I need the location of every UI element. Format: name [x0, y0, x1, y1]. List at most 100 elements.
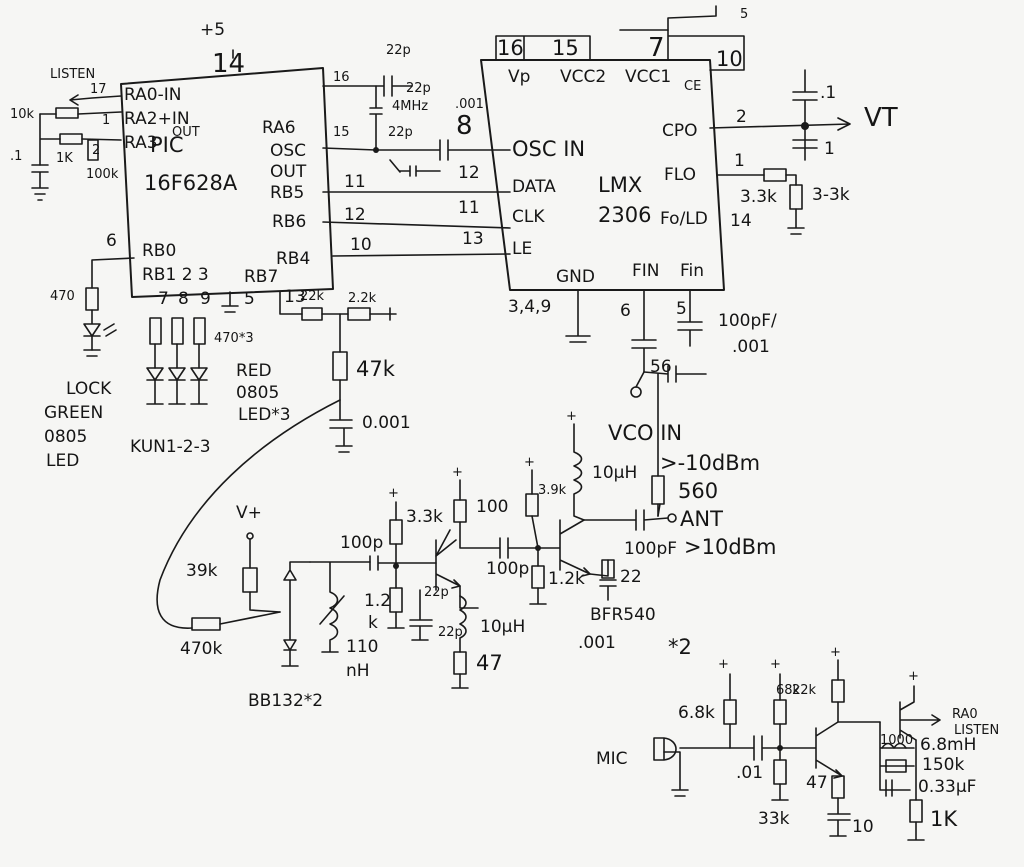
label-cap-01: .1 [10, 149, 22, 164]
pic-pin-rb6: RB6 [272, 212, 306, 232]
lmx-pin-clk: CLK [512, 207, 545, 227]
pic-pin-8: 8 [178, 289, 189, 309]
pic-pin-17: 17 [90, 82, 107, 97]
lmx-pin-7: 7 [648, 33, 665, 63]
label-r47k: 47k [356, 357, 396, 381]
pic-pin-ra3-note: OUT [172, 125, 200, 140]
label-r22k: 22k [300, 289, 325, 304]
label-c100p-1: 100p [340, 533, 383, 553]
pic-pin-rb7: RB7 [244, 267, 278, 287]
label-ant: ANT [680, 507, 723, 531]
lmx-pin-5: 5 [676, 299, 687, 319]
label-r47: 47 [476, 651, 503, 675]
label-listen: LISTEN [50, 67, 95, 82]
label-led-x3: LED*3 [238, 405, 291, 425]
pic-pin-13: 13 [284, 287, 306, 307]
label-c01-mic: .01 [736, 763, 763, 783]
label-flo-3k3-b: 3-3k [812, 185, 850, 205]
label-plus-f: + [770, 657, 781, 672]
label-100pf: 100pF/ [718, 311, 777, 331]
lmx-pin-vcc1: VCC1 [625, 67, 671, 87]
pic-pin-7: 7 [158, 289, 169, 309]
label-green: GREEN [44, 403, 103, 423]
pic-pin-11: 11 [344, 172, 366, 192]
pic-pin-2: 2 [92, 143, 100, 158]
pic-pin-out: OUT [270, 162, 307, 182]
lmx-pin-12: 12 [458, 163, 480, 183]
label-22p-a: 22p [386, 43, 411, 58]
label-cpo-cap-01: .1 [820, 83, 836, 103]
label-r2k2: 2.2k [348, 291, 377, 306]
label-r22: 22 [620, 567, 642, 587]
label-r68k: 68k [776, 683, 801, 698]
label-r33k: 33k [758, 809, 790, 829]
label-ra0-listen-1: RA0 [952, 707, 978, 722]
label-r560: 560 [678, 479, 718, 503]
label-r470: 470 [50, 289, 75, 304]
label-lnh: nH [346, 661, 370, 681]
label-led: LED [46, 451, 79, 471]
pic-pin-16: 16 [333, 70, 350, 85]
label-l1000: 1000 [880, 733, 913, 748]
label-001-osc: .001 [455, 97, 484, 112]
lmx-chip: Vp VCC2 VCC1 CE OSC IN DATA CLK LE LMX 2… [480, 59, 725, 291]
lmx-name: LMX [598, 173, 642, 197]
pic-pin-1: 1 [102, 113, 110, 128]
lmx-pin-oscin: OSC IN [512, 137, 585, 161]
pic-pin-rb4: RB4 [276, 249, 310, 269]
label-r1k2: 1.2 [364, 591, 391, 611]
lmx-pin-ce: CE [684, 79, 701, 94]
label-red: RED [236, 361, 272, 381]
label-c0001: 0.001 [362, 413, 411, 433]
label-l6m8: 6.8mH [920, 735, 976, 755]
label-c100p-2: 100p [486, 559, 529, 579]
pic-chip: PIC 16F628A RA0-IN RA2+IN RA3 OUT RA6 OS… [120, 67, 334, 298]
label-vt: VT [864, 103, 898, 133]
label-lock: LOCK [66, 379, 112, 399]
label-l110: 110 [346, 637, 378, 657]
lmx-part: 2306 [598, 203, 651, 227]
lmx-pin-8: 8 [456, 111, 473, 141]
label-100pf-b: .001 [732, 337, 770, 357]
label-c22p-osc: 22p [424, 585, 449, 600]
label-r1k2-k: k [368, 613, 378, 633]
label-r1k2-b: 1.2k [548, 569, 585, 589]
label-r39k: 39k [186, 561, 218, 581]
label-r3k3: 3.3k [406, 507, 443, 527]
label-vplus: V+ [236, 503, 262, 523]
label-l10uh-a: 10µH [592, 463, 637, 483]
pic-pin-osc: OSC [270, 141, 306, 161]
label-ra0-listen-2: LISTEN [954, 723, 999, 738]
lmx-pin-vcc2: VCC2 [560, 67, 606, 87]
label-plus-a: + [388, 486, 399, 501]
label-l10uh-b: 10µH [480, 617, 525, 637]
lmx-pin-14: 14 [730, 211, 752, 231]
pic-pin-ra6: RA6 [262, 118, 296, 138]
pic-pin-ra2: RA2+IN [124, 109, 190, 129]
lmx-supply-5: 5 [740, 7, 748, 22]
label-c10: 10 [852, 817, 874, 837]
label-r1k-b: 1K [930, 807, 958, 831]
lmx-pin-vp: Vp [508, 67, 530, 87]
label-varactor: BB132*2 [248, 691, 323, 711]
label-c001x2: .001 [578, 633, 616, 653]
lmx-pin-11: 11 [458, 198, 480, 218]
pic-pin-6: 6 [106, 231, 117, 251]
label-plus-g: + [830, 645, 841, 660]
supply-plus5: +5 [200, 20, 225, 40]
lmx-pin-1: 1 [734, 151, 745, 171]
lmx-pin-cpo: CPO [662, 121, 698, 141]
label-bfr540: BFR540 [590, 605, 656, 625]
pic-vcc-pin: 14 [212, 49, 245, 79]
label-r47-b: 47 [806, 773, 828, 793]
label-plus-h: + [908, 669, 919, 684]
label-c22p-osc2: 22p [438, 625, 463, 640]
label-r100: 100 [476, 497, 508, 517]
label-1k: 1K [56, 151, 73, 166]
pic-pin-rb123: RB1 2 3 [142, 265, 209, 285]
lmx-pin-16: 16 [497, 36, 524, 60]
label-vco-in: VCO IN [608, 421, 682, 445]
label-led-0805: 0805 [44, 427, 87, 447]
pic-pin-ra0: RA0-IN [124, 85, 181, 105]
label-crystal: 4MHz [392, 99, 428, 114]
